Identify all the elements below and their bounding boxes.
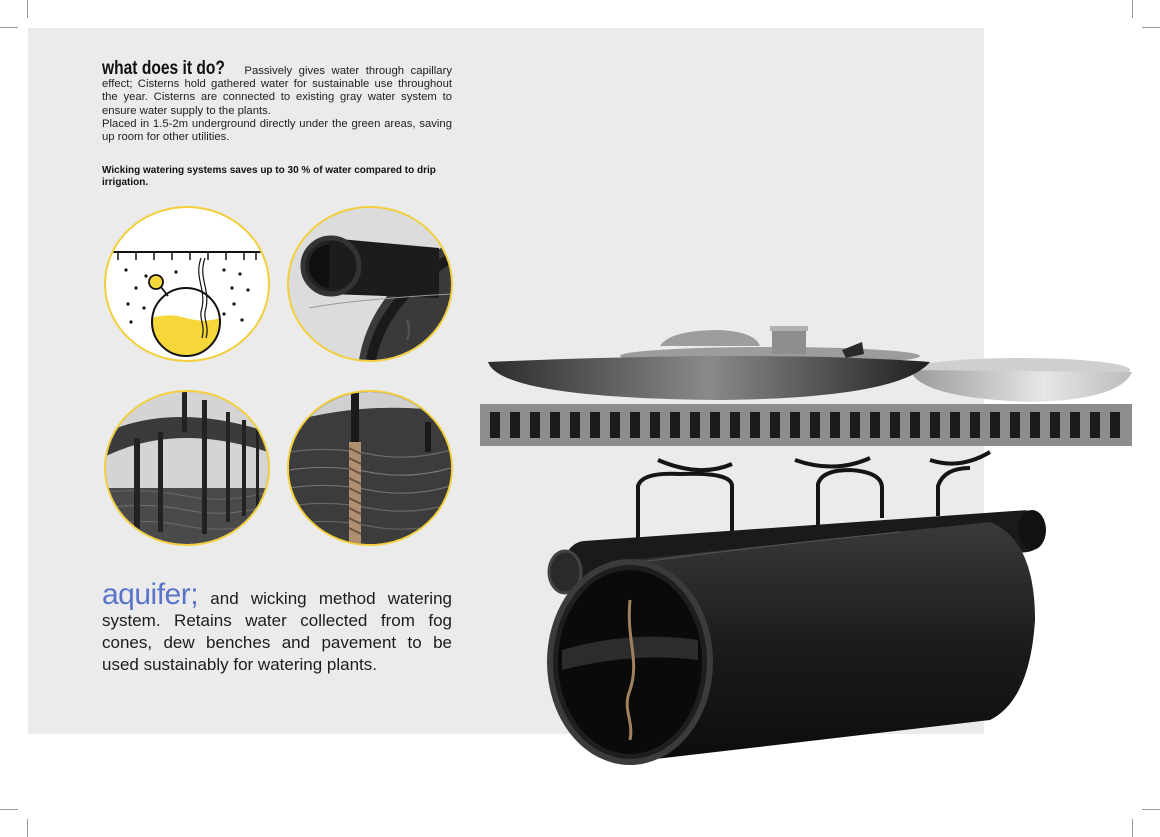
aquifer-text: and wicking method watering system. Reta…	[102, 589, 452, 674]
wick-in-water-render	[287, 390, 453, 546]
aquifer-highlight: aquifer;	[102, 578, 199, 611]
crop-mark	[1142, 809, 1160, 810]
savings-note: Wicking watering systems saves up to 30 …	[102, 165, 436, 188]
intro-text: what does it do? Passively gives water t…	[102, 58, 452, 144]
tank-columns-render	[104, 390, 270, 546]
crop-mark	[1142, 27, 1160, 28]
aquifer-cistern-render	[470, 300, 1160, 780]
crop-mark	[1132, 0, 1133, 18]
crop-mark	[0, 27, 18, 28]
aquifer-description: aquifer; and wicking method watering sys…	[102, 580, 452, 676]
intro-body: Passively gives water through capillary …	[102, 65, 452, 117]
pipe-closeup-render	[287, 206, 453, 362]
crop-mark	[27, 819, 28, 837]
intro-body-2: Placed in 1.5-2m underground directly un…	[102, 117, 452, 144]
diagram-cistern-icon	[104, 206, 270, 362]
intro-heading: what does it do?	[102, 58, 225, 79]
crop-mark	[27, 0, 28, 18]
crop-mark	[1132, 819, 1133, 837]
crop-mark	[0, 809, 18, 810]
